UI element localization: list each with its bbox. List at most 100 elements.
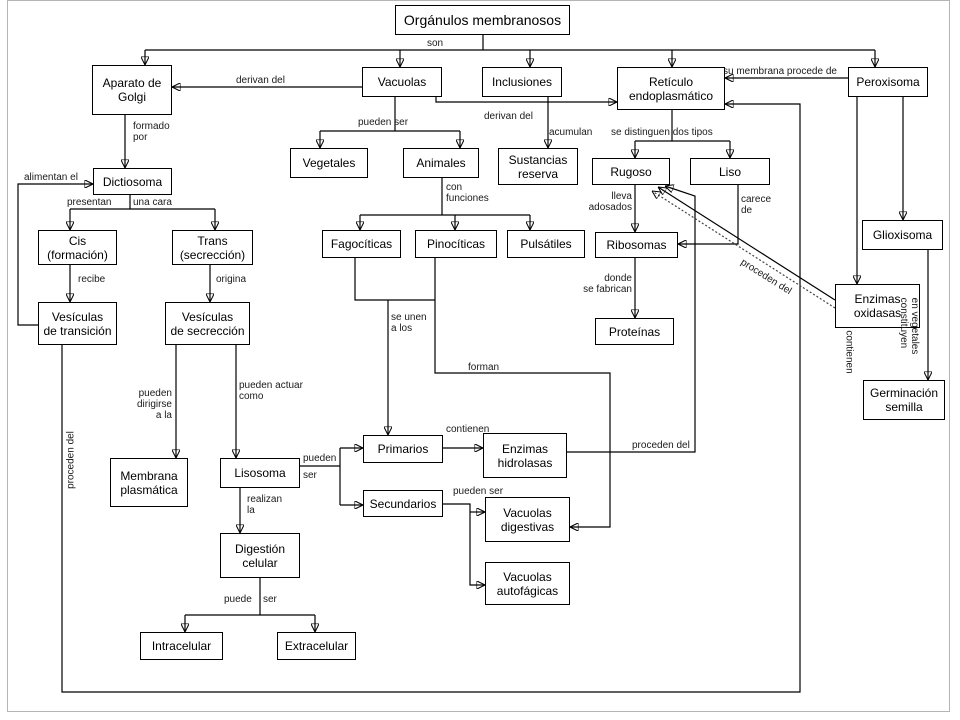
- node-germinacion-semilla: Germinación semilla: [863, 380, 945, 420]
- link-label-inclusiones-sustancias: acumulan: [549, 127, 593, 138]
- link-label-vacuolas-tipos: pueden ser: [358, 117, 409, 128]
- node-proteinas: Proteínas: [595, 318, 674, 345]
- link-label-vesiculas-membrana: pueden dirigirse a la: [124, 388, 172, 421]
- page-frame: [7, 0, 950, 712]
- connector-vesiculas-reticulo: [61, 104, 801, 693]
- node-label: digestivas: [500, 519, 555, 534]
- node-label: Dictiosoma: [102, 174, 163, 189]
- node-vegetales: Vegetales: [290, 148, 368, 178]
- node-pinociticas: Pinocíticas: [415, 230, 497, 258]
- node-extracelular: Extracelular: [277, 632, 356, 660]
- link-label-line: pueden: [138, 388, 172, 399]
- link-label-line: constituyen: [898, 297, 909, 349]
- link-label-lisosoma-digestion: realizan la: [247, 494, 282, 516]
- link-label-line: pueden: [303, 453, 337, 464]
- node-intracelular: Intracelular: [140, 632, 223, 660]
- node-label: Liso: [718, 164, 741, 179]
- link-label-vesiculas-lisosoma: pueden actuar como: [239, 380, 303, 402]
- link-label-animales-funciones: con funciones: [446, 182, 489, 204]
- link-label-son: son: [427, 38, 444, 49]
- connector-secundarios-autofagicas: [443, 503, 485, 585]
- node-dictiosoma: Dictiosoma: [93, 168, 172, 195]
- node-label: Aparato de: [102, 76, 162, 90]
- node-label: Sustancias: [508, 152, 568, 167]
- node-label: hidrolasas: [497, 455, 553, 470]
- node-label: Vacuolas: [503, 569, 552, 584]
- link-label-peroxisoma-glioxisoma: en vegetales constituyen: [898, 298, 920, 355]
- node-label: Inclusiones: [491, 75, 553, 89]
- node-label: Lisosoma: [234, 466, 286, 480]
- node-label: Extracelular: [284, 639, 349, 653]
- connector-hidrolasas-rugoso: [567, 186, 696, 453]
- node-label: Pinocíticas: [426, 237, 486, 251]
- node-enzimas-hidrolasas: Enzimas hidrolasas: [483, 433, 567, 478]
- link-label-hidrolasas-rugoso: proceden del: [632, 440, 690, 451]
- node-primarios: Primarios: [363, 435, 443, 463]
- node-inclusiones: Inclusiones: [482, 67, 562, 97]
- node-lisosoma: Lisosoma: [220, 458, 300, 488]
- link-label-pinociticas-vacuolas: forman: [468, 362, 500, 373]
- link-label-peroxisoma-reticulo: su membrana procede de: [723, 66, 837, 77]
- node-vacuolas: Vacuolas: [362, 67, 442, 97]
- link-label-line: dirigirse: [136, 399, 172, 410]
- node-label: Vacuolas: [503, 505, 552, 520]
- node-label: Enzimas: [854, 292, 901, 306]
- link-label-line: se unen: [391, 312, 427, 323]
- node-peroxisoma: Peroxisoma: [848, 67, 928, 97]
- node-label: Intracelular: [151, 639, 212, 653]
- connector-oxidasas-rugoso: [658, 187, 836, 301]
- node-glioxisoma: Glioxisoma: [862, 220, 943, 250]
- node-pulsatiles: Pulsátiles: [507, 230, 585, 258]
- link-label-line: en vegetales: [909, 297, 920, 355]
- link-label-line: formado: [133, 121, 170, 132]
- link-label-line: pueden actuar: [239, 380, 303, 391]
- node-vesiculas-secrecion: Vesículas de secrección: [165, 302, 250, 345]
- node-label: Vesículas: [51, 309, 104, 324]
- node-label: Membrana: [120, 468, 178, 483]
- link-label-line: funciones: [446, 193, 489, 204]
- node-label: Enzimas: [501, 441, 548, 456]
- node-label: Secundarios: [369, 496, 437, 511]
- node-aparato-golgi: Aparato de Golgi: [92, 65, 172, 115]
- link-label-vesiculas-dictiosoma: alimentan el: [24, 172, 78, 183]
- link-label-line: de: [741, 205, 753, 216]
- node-vacuolas-autofagicas: Vacuolas autofágicas: [485, 562, 570, 605]
- node-label: Germinación: [869, 386, 939, 400]
- link-label-trans-vesiculas: origina: [216, 274, 247, 285]
- link-label-digestion-puede: puede: [224, 594, 252, 605]
- node-label: oxidasas: [853, 306, 902, 320]
- node-label: Digestión: [234, 541, 286, 556]
- link-label-line: la: [247, 505, 255, 516]
- node-label: endoplasmático: [628, 88, 714, 103]
- link-label-line: adosados: [588, 202, 632, 213]
- link-label-vesiculas-reticulo: proceden del: [65, 431, 77, 489]
- link-label-dictiosoma-una-cara: una cara: [133, 197, 172, 208]
- link-label-dictiosoma-presentan: presentan: [67, 197, 112, 208]
- node-vesiculas-transicion: Vesículas de transición: [38, 302, 117, 345]
- node-vacuolas-digestivas: Vacuolas digestivas: [485, 497, 570, 542]
- node-animales: Animales: [403, 148, 479, 178]
- connector-pinociticas-vacuolas-digestivas: [434, 258, 611, 527]
- link-label-line: realizan: [247, 494, 283, 505]
- node-label: Animales: [416, 156, 466, 170]
- connector-fagociticas-join: [354, 258, 435, 301]
- link-label-lisosoma-tipos: pueden ser: [303, 450, 336, 484]
- node-label: de secrección: [170, 323, 245, 338]
- connector-vacuolas-reticulo: [435, 97, 617, 102]
- link-label-line: con: [446, 182, 463, 193]
- node-label: Vacuolas: [377, 75, 427, 89]
- node-label: Orgánulos membranosos: [403, 12, 562, 28]
- node-label: Ribosomas: [606, 238, 667, 252]
- link-label-rugoso-ribosomas: lleva adosados: [580, 191, 632, 213]
- node-label: Rugoso: [610, 164, 652, 179]
- link-label-line: carece: [741, 194, 772, 205]
- node-label: plasmática: [120, 482, 178, 497]
- link-label-line: donde: [604, 273, 632, 284]
- link-label-vacuolas-golgi: derivan del: [236, 75, 285, 86]
- node-label: Peroxisoma: [856, 75, 920, 89]
- node-sustancias-reserva: Sustancias reserva: [498, 148, 578, 185]
- link-label-ribosomas-proteinas: donde se fabrican: [572, 273, 632, 295]
- node-label: de transición: [43, 323, 112, 338]
- link-label-line: a la: [155, 410, 172, 421]
